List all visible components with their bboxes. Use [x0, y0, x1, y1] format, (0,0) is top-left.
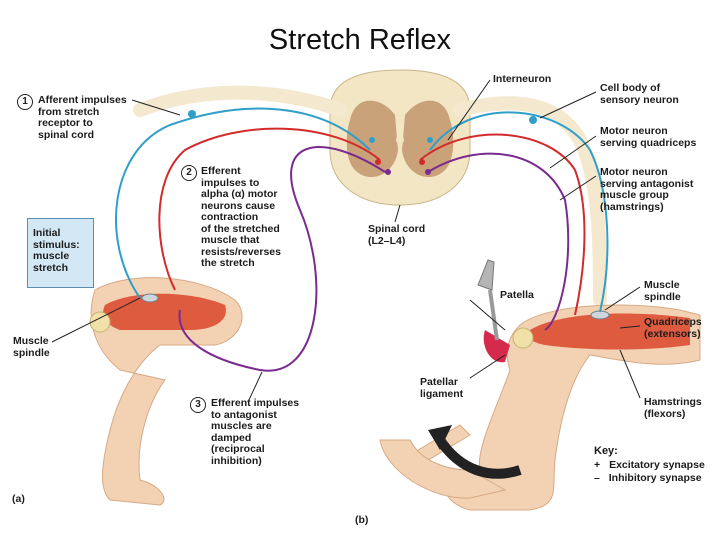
- step-2-number: 2: [181, 165, 197, 181]
- key-item-inhibitory: – Inhibitory synapse: [594, 472, 702, 485]
- step-3-number: 3: [190, 397, 206, 413]
- interneuron-label: Interneuron: [493, 73, 552, 85]
- key-symbol-minus: –: [594, 472, 600, 484]
- spinal-cord-label: Spinal cord (L2–L4): [368, 223, 426, 247]
- hamstrings-label: Hamstrings (flexors): [644, 396, 702, 420]
- step-1-number: 1: [17, 94, 33, 110]
- panel-a-label: (a): [12, 493, 25, 505]
- patella-label: Patella: [500, 289, 534, 301]
- muscle-spindle-left-label: Muscle spindle: [13, 335, 50, 359]
- step-1-text: Afferent impulses from stretch receptor …: [38, 94, 127, 141]
- panel-b-label: (b): [355, 514, 369, 526]
- cell-body-label: Cell body of sensory neuron: [600, 82, 679, 106]
- quadriceps-label: Quadriceps (extensors): [644, 316, 702, 340]
- step-3-text: Efferent impulses to antagonist muscles …: [211, 397, 300, 467]
- key-item-excitatory: + Excitatory synapse: [594, 459, 705, 472]
- motor-neuron-quadriceps-label: Motor neuron serving quadriceps: [600, 125, 697, 149]
- motor-neuron-antagonist-label: Motor neuron serving antagonist muscle g…: [600, 166, 694, 213]
- step-2-text: Efferent impulses to alpha (α) motor neu…: [201, 165, 281, 269]
- key-text-excitatory: Excitatory synapse: [609, 459, 705, 471]
- slide-title: Stretch Reflex: [268, 24, 452, 56]
- right-leg-illustration: [379, 259, 701, 511]
- key-text-inhibitory: Inhibitory synapse: [608, 472, 702, 484]
- patellar-ligament-label: Patellar ligament: [420, 376, 464, 400]
- spinal-cord-illustration: [329, 69, 471, 206]
- muscle-spindle-right-label: Muscle spindle: [644, 279, 681, 303]
- left-leg-illustration: [89, 277, 243, 506]
- initial-stimulus-text: Initial stimulus: muscle stretch: [33, 227, 80, 274]
- key-title: Key:: [594, 445, 618, 457]
- key-symbol-plus: +: [594, 459, 601, 471]
- initial-stimulus-box: Initial stimulus: muscle stretch: [27, 218, 94, 288]
